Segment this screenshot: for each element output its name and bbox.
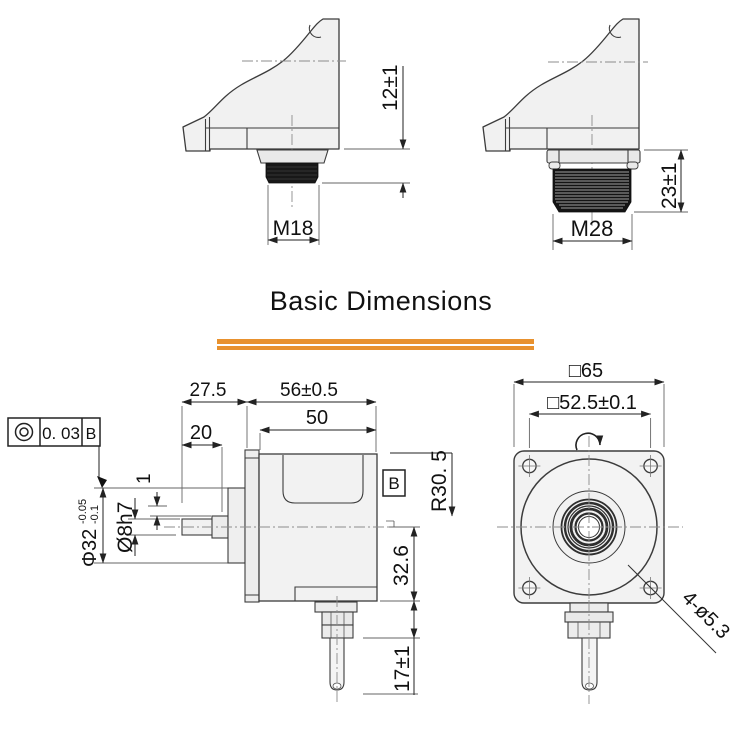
boss-tol-upper: -0.05	[77, 499, 89, 524]
dim-gland-length: 17±1	[391, 600, 418, 695]
m18-label: M18	[273, 217, 314, 240]
dim-step: 1	[134, 473, 161, 530]
body-bottom-plate	[294, 586, 377, 601]
fcf-tolerance: 0. 03	[42, 424, 80, 443]
shaft-dia-label: Ø8h7	[114, 502, 137, 553]
holes-label: 4-ø5.3	[677, 587, 733, 643]
flange-plate	[244, 449, 260, 603]
m18-thread-lines	[267, 166, 317, 180]
dim-shaft-diameter: Ø8h7	[114, 498, 139, 556]
encoder-side-view: 0. 03 B Φ32 -0.05 -0.1 Ø8h7 1	[7, 380, 456, 704]
encoder-body	[258, 453, 378, 602]
m28-thread-lines	[555, 171, 629, 209]
dim-shaft-to-face: 27.5	[181, 380, 248, 406]
concentricity-symbol	[14, 422, 34, 442]
thread-ear-left	[548, 161, 561, 170]
m28-connector-view: 23±1 M28	[482, 18, 688, 250]
dim-56-label: 56±0.5	[280, 380, 338, 401]
connector-flange	[256, 149, 329, 164]
leader-line	[627, 564, 717, 654]
mounting-boss	[227, 487, 246, 564]
feature-control-frame: 0. 03 B	[7, 417, 107, 488]
rotation-arrow	[575, 432, 604, 451]
extension-lines	[513, 384, 665, 448]
bracket-shape	[182, 18, 340, 152]
dim-50-label: 50	[306, 407, 328, 429]
crosshair-centerlines	[497, 436, 683, 618]
dim-525-label: □52.5±0.1	[547, 392, 637, 414]
centerline-end-mark	[386, 520, 395, 527]
dim-23-label: 23±1	[658, 162, 681, 209]
m28-thread	[552, 168, 632, 213]
dim-17-label: 17±1	[391, 645, 414, 692]
bracket-shape	[482, 18, 640, 152]
dim-12-label: 12±1	[379, 64, 402, 111]
dim-center-to-bottom: 32.6	[390, 526, 418, 602]
gland-hex-flats	[330, 612, 345, 638]
cable-tip	[585, 682, 594, 690]
dim-275-label: 27.5	[190, 380, 227, 401]
dim-outer-square: □65	[513, 360, 665, 386]
dim-connector-height: 12±1	[322, 64, 410, 198]
datum-b-box: B	[382, 469, 406, 497]
gland-ring-1	[314, 601, 358, 613]
dim-hole-spacing: □52.5±0.1	[528, 392, 652, 418]
gland-ring-2	[321, 611, 354, 626]
concentricity-symbol-inner	[19, 427, 29, 437]
title-divider-bottom	[217, 346, 534, 350]
dim-thread-size: M18	[267, 185, 320, 245]
dim-connector-height: 23±1	[634, 149, 688, 213]
connector-flange	[546, 149, 641, 164]
fcf-datum: B	[86, 426, 97, 443]
encoder-front-view: □65 □52.5±0.1	[497, 360, 734, 704]
fcf-leader-arrow	[97, 476, 107, 488]
m28-label: M28	[571, 216, 614, 241]
section-title: Basic Dimensions	[269, 286, 493, 316]
m18-thread	[265, 162, 319, 184]
dim-326-label: 32.6	[390, 545, 413, 586]
radius-label: R30. 5	[428, 450, 451, 512]
dim-65-label: □65	[569, 360, 603, 382]
dim-shaft-length: 20	[181, 422, 223, 449]
dim-boss-diameter: Φ32 -0.05 -0.1	[77, 487, 107, 567]
flange-tab-lines	[558, 150, 629, 163]
gland-ring-3	[321, 624, 354, 639]
centerlines	[548, 61, 648, 228]
dim-body-radius: R30. 5	[390, 450, 456, 517]
dim-total-depth: 56±0.5	[246, 380, 377, 406]
boss-dia-label: Φ32	[79, 529, 101, 567]
gland-hex-flats	[577, 622, 601, 638]
datum-b-label: B	[388, 474, 399, 493]
dim-body-length: 50	[259, 407, 377, 434]
step-label: 1	[134, 473, 155, 484]
cable	[581, 637, 598, 691]
dim-thread-size: M28	[552, 214, 633, 250]
title-divider-top	[217, 339, 534, 344]
m18-connector-view: 12±1 M18	[182, 18, 410, 245]
thread-ear-right	[626, 161, 639, 170]
body-top-window	[282, 455, 364, 504]
dim-20-label: 20	[190, 422, 212, 444]
boss-tol-lower: -0.1	[89, 505, 101, 524]
